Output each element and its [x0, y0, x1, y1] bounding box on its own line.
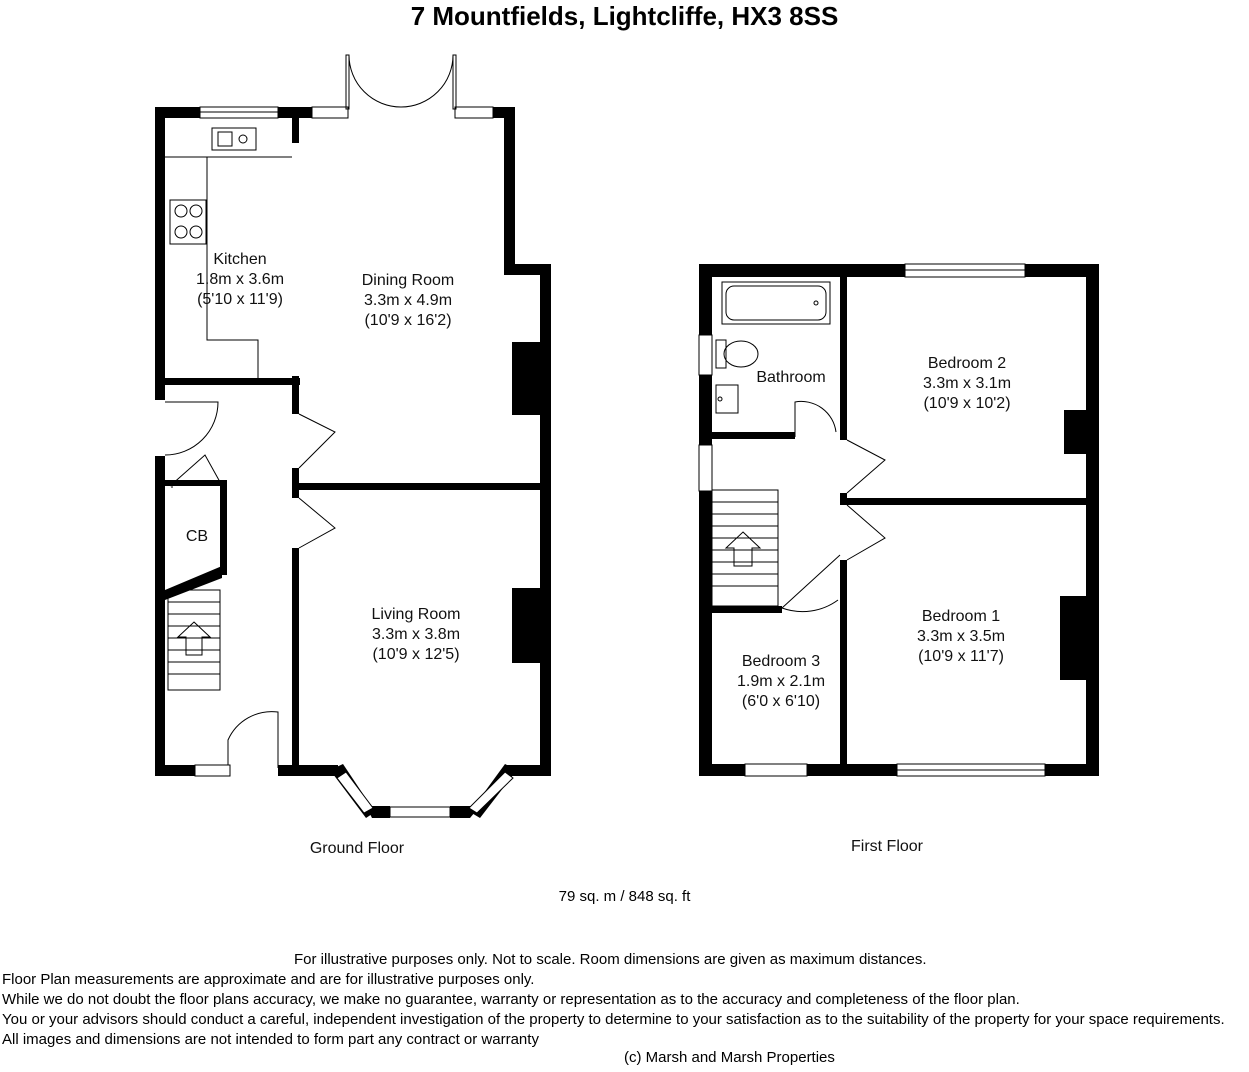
bedroom1-imperial: (10'9 x 11'7): [918, 648, 1004, 665]
disclaimer-line-2: Floor Plan measurements are approximate …: [2, 971, 535, 988]
door-swing: [794, 400, 837, 437]
cupboard-wall: [220, 480, 227, 575]
door-swing: [400, 54, 454, 108]
kitchen-west-wall: [155, 107, 165, 390]
bedroom-divider: [845, 498, 1095, 505]
toilet-icon: [715, 339, 727, 369]
kitchen-counter: [165, 156, 292, 380]
east-wall: [1086, 264, 1099, 776]
wall: [155, 378, 165, 400]
door-swing: [298, 497, 336, 549]
door-swing: [298, 413, 336, 469]
dining-living-wall: [295, 483, 545, 490]
chimney-breast: [512, 342, 542, 415]
dining-metric: 3.3m x 4.9m: [364, 292, 452, 309]
door-swing: [846, 439, 886, 494]
bay-window: [336, 771, 374, 814]
door-swing: [164, 401, 219, 456]
living-imperial: (10'9 x 12'5): [372, 646, 459, 663]
bedroom3-name: Bedroom 3: [742, 653, 820, 670]
wall: [504, 264, 551, 275]
basin-icon: [715, 384, 739, 414]
wall: [505, 765, 551, 776]
cupboard-label: CB: [186, 528, 208, 545]
bedroom1-metric: 3.3m x 3.5m: [917, 628, 1005, 645]
window: [194, 764, 231, 777]
bedroom3-imperial: (6'0 x 6'10): [742, 693, 820, 710]
kitchen-imperial: (5'10 x 11'9): [197, 291, 283, 308]
disclaimer-line-5: All images and dimensions are not intend…: [2, 1031, 539, 1048]
ground-floor-label: Ground Floor: [310, 840, 405, 857]
north-wall: [699, 264, 1099, 277]
cupboard-wall: [165, 480, 223, 486]
bedroom2-metric: 3.3m x 3.1m: [923, 375, 1011, 392]
west-wall: [699, 264, 712, 776]
bedroom3-window: [744, 763, 808, 777]
first-floor-label: First Floor: [851, 838, 924, 855]
cupboard-door: [169, 454, 221, 488]
kitchen-metric: 1.8m x 3.6m: [196, 271, 284, 288]
hob-icon: [169, 199, 207, 245]
wall: [292, 376, 299, 414]
bedroom2-imperial: (10'9 x 10'2): [923, 395, 1010, 412]
wall: [278, 765, 338, 776]
dining-name: Dining Room: [362, 272, 454, 289]
arrow-up-icon: [724, 531, 762, 567]
window: [311, 106, 349, 119]
stair-wall: [165, 566, 222, 600]
bathroom-wall: [710, 432, 795, 439]
copyright: (c) Marsh and Marsh Properties: [624, 1049, 835, 1066]
kitchen-hall-wall: [163, 378, 300, 385]
french-door-leaf: [452, 54, 457, 110]
door-swing: [781, 554, 841, 613]
bedroom2-name: Bedroom 2: [928, 355, 1006, 372]
landing-window: [698, 444, 713, 492]
bedroom3-wall: [710, 606, 782, 613]
door-swing: [348, 54, 402, 108]
bay-window: [468, 771, 514, 814]
wall: [840, 560, 847, 770]
staircase: [167, 589, 221, 691]
ground-floor-plan: [155, 54, 551, 818]
bedroom3-metric: 1.9m x 2.1m: [737, 673, 825, 690]
chimney-breast: [1060, 596, 1088, 680]
living-name: Living Room: [372, 606, 461, 623]
wall: [840, 270, 847, 440]
living-metric: 3.3m x 3.8m: [372, 626, 460, 643]
bay-window: [389, 806, 451, 818]
total-area: 79 sq. m / 848 sq. ft: [558, 888, 691, 905]
bathroom-name: Bathroom: [756, 369, 825, 386]
front-door: [227, 711, 279, 768]
staircase: [711, 489, 779, 607]
dining-imperial: (10'9 x 16'2): [364, 312, 451, 329]
wall: [292, 107, 299, 143]
page-title: 7 Mountfields, Lightcliffe, HX3 8SS: [410, 1, 839, 31]
bathroom-window: [698, 334, 713, 376]
hall-west-wall: [155, 456, 165, 776]
dining-east-wall: [504, 107, 515, 272]
disclaimer-line-4: You or your advisors should conduct a ca…: [2, 1011, 1225, 1028]
kitchen-name: Kitchen: [213, 251, 266, 268]
chimney-breast: [512, 588, 542, 663]
door-swing: [846, 504, 886, 561]
bedroom1-name: Bedroom 1: [922, 608, 1000, 625]
wall: [840, 493, 847, 505]
bath-icon: [721, 281, 831, 325]
chimney-breast: [1064, 410, 1088, 454]
east-wall: [540, 264, 551, 776]
disclaimer-line-1: For illustrative purposes only. Not to s…: [294, 951, 927, 968]
window: [454, 106, 494, 119]
arrow-up-icon: [176, 621, 212, 656]
wall: [155, 765, 195, 776]
first-floor-plan: [698, 263, 1099, 777]
wall: [292, 548, 299, 774]
french-door-leaf: [345, 54, 350, 110]
disclaimer-line-3: While we do not doubt the floor plans ac…: [2, 991, 1020, 1008]
wall: [155, 107, 200, 118]
sink-icon: [211, 127, 257, 151]
